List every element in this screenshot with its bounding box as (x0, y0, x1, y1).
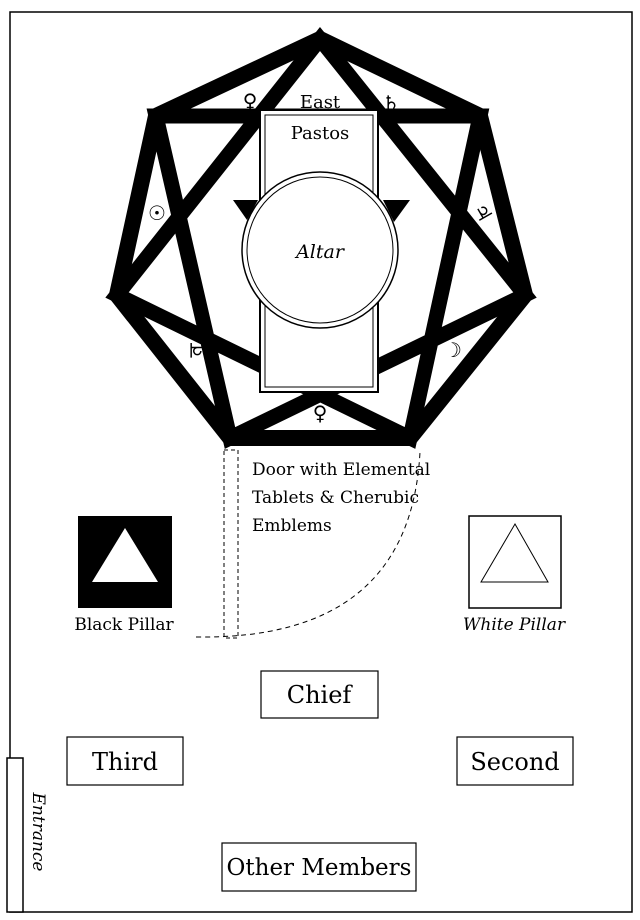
sun-symbol: ☉ (148, 201, 166, 225)
saturn-symbol: ♄ (382, 91, 400, 115)
entrance-label: Entrance (28, 792, 48, 872)
third-label: Third (92, 748, 158, 776)
chief-label: Chief (287, 681, 354, 709)
heptagon (108, 30, 534, 446)
door (223, 449, 239, 639)
third-station (66, 736, 184, 786)
room-outline (9, 11, 633, 913)
black-pillar-label: Black Pillar (74, 615, 174, 635)
venus-symbol-bottom: ♀ (313, 401, 328, 425)
altar-label: Altar (294, 241, 346, 263)
pastos-label: Pastos (291, 123, 350, 144)
door-label-line1: Door with Elemental (252, 460, 430, 480)
white-pillar-triangle (480, 523, 549, 583)
door-swing-arc (195, 451, 421, 638)
chief-station (260, 670, 379, 719)
moon-symbol: ☽ (444, 338, 462, 362)
white-pillar (468, 515, 562, 609)
east-label: East (300, 92, 341, 113)
second-station (456, 736, 574, 786)
heptagram-point-left (233, 200, 258, 220)
black-pillar-triangle (92, 528, 158, 582)
altar-outer-ring (241, 171, 399, 329)
heptagram-point-right (383, 200, 410, 222)
door-label-line3: Emblems (252, 516, 332, 536)
altar (246, 176, 394, 324)
other-members-label: Other Members (227, 855, 412, 881)
venus-symbol-top: ♀ (243, 89, 258, 113)
white-pillar-label: White Pillar (463, 615, 566, 635)
jupiter-symbol-lower-left: ♃ (187, 338, 205, 362)
second-label: Second (470, 748, 559, 776)
door-label-line2: Tablets & Cherubic (252, 488, 419, 508)
entrance-opening (6, 757, 24, 913)
other-members-area (221, 842, 417, 892)
